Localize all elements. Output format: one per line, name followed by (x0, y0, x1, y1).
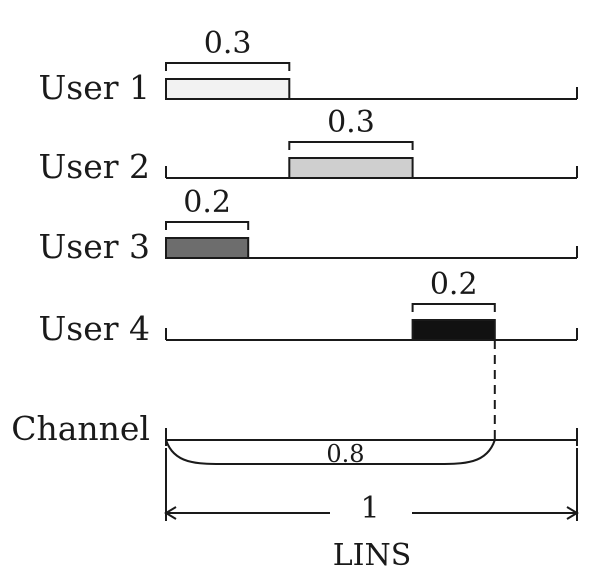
user-4-slot-bar (411, 319, 496, 341)
user-1-duration-label: 0.3 (204, 26, 252, 61)
total-left-arrowhead (164, 506, 177, 520)
user-1-label: User 1 (38, 68, 150, 107)
user-4-duration-bracket (411, 303, 496, 312)
user-3-duration-bracket (165, 221, 250, 230)
occupied-span-label: 0.8 (326, 440, 364, 468)
user-2-label: User 2 (38, 147, 150, 186)
user-1-duration-bracket (165, 62, 291, 71)
channel-timeline: 0.8 (165, 340, 578, 468)
user-3-slot-bar (165, 237, 250, 259)
user-1-slot-bar (165, 78, 291, 100)
user-4-timeline: 0.2 (165, 267, 578, 341)
total-dimension-label: 1 (360, 491, 379, 526)
user-3-timeline: 0.2 (165, 185, 578, 259)
user-3-label: User 3 (38, 227, 150, 266)
occupied-span-brace (165, 439, 496, 465)
user-1-timeline: 0.3 (165, 26, 578, 100)
user-2-duration-label: 0.3 (327, 105, 375, 140)
user-4-label: User 4 (38, 309, 150, 348)
caption-label: LINS (333, 538, 412, 573)
channel-label: Channel (11, 409, 150, 448)
user-4-duration-label: 0.2 (430, 267, 478, 302)
total-right-arrowhead (566, 506, 579, 520)
user-2-timeline: 0.3 (165, 105, 578, 179)
user-2-slot-bar (288, 157, 414, 179)
user-2-duration-bracket (288, 141, 414, 150)
total-dimension (164, 448, 579, 521)
user-3-duration-label: 0.2 (183, 185, 231, 220)
